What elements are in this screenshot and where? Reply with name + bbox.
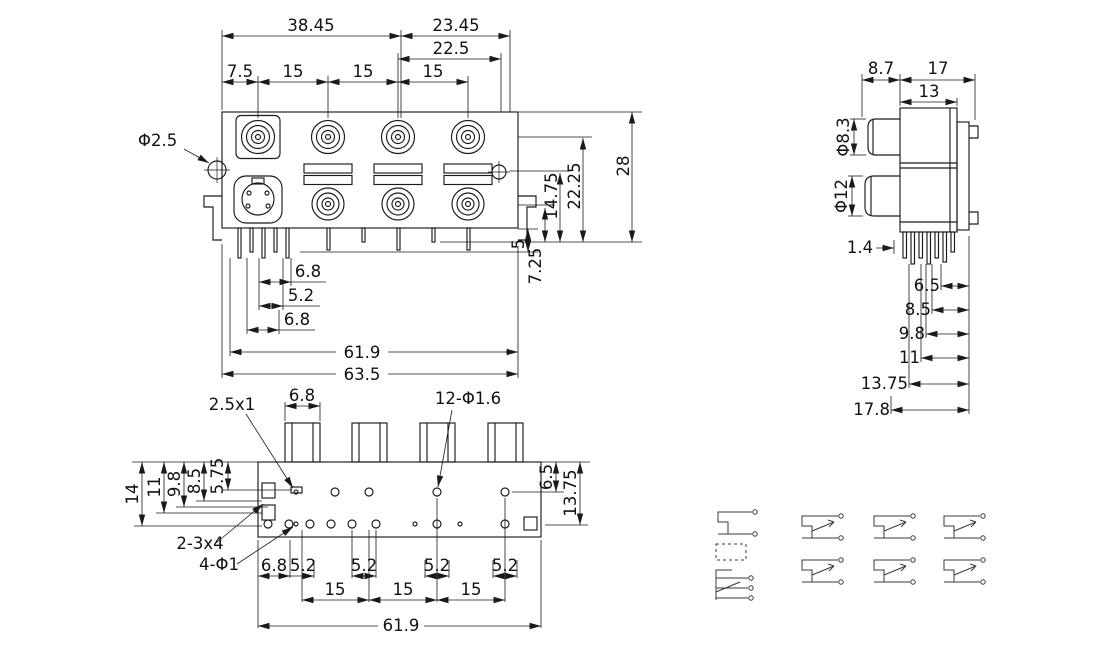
label-bottom-2-3x4: 2-3x4 <box>176 534 223 553</box>
dim-bottom-pitch-15-b: 15 <box>393 580 414 599</box>
front-mount-hole-right <box>488 161 510 183</box>
dim-bottom-right-6-5: 6.5 <box>537 464 556 490</box>
dim-bottom-pitch-15-a: 15 <box>325 580 346 599</box>
dim-front-height-22-25: 22.25 <box>565 162 584 209</box>
dim-side-width-8-7: 8.7 <box>868 59 894 78</box>
schematic-symbols <box>715 509 986 601</box>
front-mount-hole-left <box>204 157 230 183</box>
dim-front-pitch-15-b: 15 <box>353 62 374 81</box>
label-bottom-4-1: 4-Φ1 <box>199 555 239 574</box>
dim-bottom-left-11: 11 <box>145 477 164 498</box>
dim-side-pin-9-8: 9.8 <box>899 324 925 343</box>
dim-bottom-5-2-b: 5.2 <box>351 556 377 575</box>
dim-front-pitch-15-a: 15 <box>283 62 304 81</box>
dim-bottom-5-2-c: 5.2 <box>424 556 450 575</box>
dim-front-height-5: 5 <box>509 239 528 250</box>
side-view-body <box>864 107 979 265</box>
schematic-group-3 <box>873 513 916 585</box>
schematic-group-4 <box>943 513 986 585</box>
dimension-labels: 38.45 23.45 22.5 7.5 15 15 15 Φ2.5 5 7.2… <box>123 16 949 635</box>
front-view-dimensions <box>183 30 642 378</box>
dim-bottom-left-9-8: 9.8 <box>165 471 184 497</box>
dim-bottom-5-2-d: 5.2 <box>492 556 518 575</box>
dim-side-pin-8-5: 8.5 <box>905 300 931 319</box>
dim-bottom-6-8: 6.8 <box>261 556 287 575</box>
dim-front-width-22-5: 22.5 <box>433 39 470 58</box>
dim-front-width-38-45: 38.45 <box>287 16 334 35</box>
bottom-view-dimensions <box>132 402 590 630</box>
dim-front-pitch-15-c: 15 <box>423 62 444 81</box>
side-view-dimensions <box>848 74 976 414</box>
dim-side-pin-6-5: 6.5 <box>914 276 940 295</box>
schematic-group-2 <box>801 513 844 585</box>
dim-front-height-28: 28 <box>614 156 633 177</box>
dim-side-width-13: 13 <box>919 82 940 101</box>
dim-side-pin-17-8: 17.8 <box>853 400 890 419</box>
dim-bottom-pitch-15-c: 15 <box>461 580 482 599</box>
label-front-hole-diameter: Φ2.5 <box>138 131 177 150</box>
dim-bottom-right-13-75: 13.75 <box>561 469 580 516</box>
dim-side-plug-dia-8-3: Φ8.3 <box>834 117 853 156</box>
label-bottom-holes-12-1-6: 12-Φ1.6 <box>435 389 501 408</box>
dim-bottom-left-8-5: 8.5 <box>185 468 204 494</box>
dim-front-pin-6-8-b: 6.8 <box>284 310 310 329</box>
dim-front-pin-6-8-a: 6.8 <box>295 262 321 281</box>
schematic-group-1 <box>715 509 758 601</box>
front-view-body <box>203 111 537 259</box>
dim-bottom-left-14: 14 <box>123 484 142 505</box>
dim-side-width-17: 17 <box>928 59 949 78</box>
dim-side-1-4: 1.4 <box>847 238 873 257</box>
dim-front-width-23-45: 23.45 <box>432 16 479 35</box>
dim-front-height-7-25: 7.25 <box>526 248 545 285</box>
dim-bottom-width-61-9: 61.9 <box>383 616 420 635</box>
dim-bottom-tab-6-8: 6.8 <box>289 386 315 405</box>
dim-front-pin-5-2: 5.2 <box>288 286 314 305</box>
dim-bottom-left-5-75: 5.75 <box>208 458 227 495</box>
dim-front-pitch-7-5: 7.5 <box>227 62 253 81</box>
dim-bottom-5-2-a: 5.2 <box>290 556 316 575</box>
dim-side-pin-11: 11 <box>899 348 920 367</box>
dim-front-width-61-9: 61.9 <box>344 343 381 362</box>
dim-front-height-14-75: 14.75 <box>542 172 561 219</box>
dim-side-plug-dia-12: Φ12 <box>832 179 851 213</box>
dim-front-width-63-5: 63.5 <box>344 365 381 384</box>
bottom-view-body <box>257 422 542 538</box>
dim-side-pin-13-75: 13.75 <box>861 374 908 393</box>
label-bottom-slot-2-5x1: 2.5x1 <box>209 395 256 414</box>
